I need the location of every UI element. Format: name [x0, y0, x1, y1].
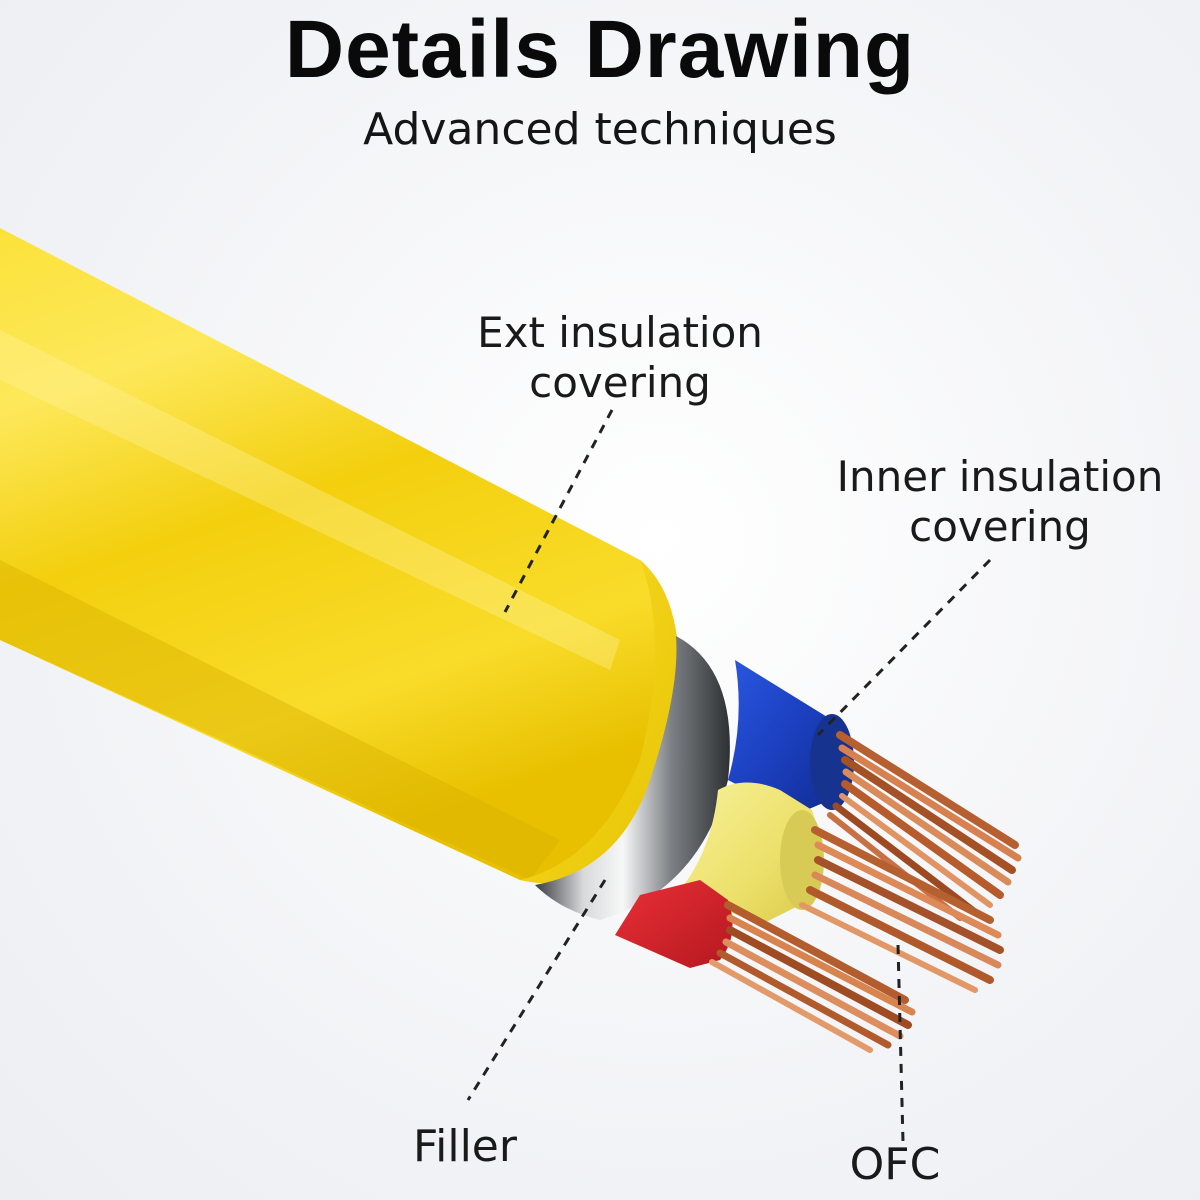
outer-jacket	[0, 228, 672, 883]
page-title: Details Drawing	[284, 4, 916, 95]
label-ext-insulation-line2: covering	[529, 358, 711, 407]
leader-inner-insulation	[816, 558, 992, 737]
yellow-core-end	[780, 810, 824, 910]
page-subtitle: Advanced techniques	[363, 104, 837, 155]
label-filler: Filler	[413, 1121, 517, 1172]
label-inner-insulation-line2: covering	[909, 502, 1091, 551]
copper-strands-lower	[709, 901, 916, 1053]
leader-lines	[466, 409, 992, 1143]
red-core	[615, 880, 733, 968]
leader-ofc	[896, 944, 905, 1143]
jacket-highlight	[0, 330, 620, 670]
label-ofc: OFC	[849, 1139, 941, 1190]
shield-ring	[535, 636, 730, 920]
label-ext-insulation: Ext insulation covering	[420, 308, 820, 408]
yellow-core	[680, 782, 819, 925]
jacket-end-cap	[520, 560, 680, 884]
leader-ext-insulation	[503, 409, 614, 613]
label-inner-insulation: Inner insulation covering	[800, 452, 1200, 552]
copper-strands-middle	[799, 826, 1004, 993]
leader-filler	[466, 879, 607, 1101]
jacket-shadow	[0, 560, 560, 880]
label-ext-insulation-line1: Ext insulation	[477, 308, 763, 357]
label-inner-insulation-line1: Inner insulation	[836, 452, 1164, 501]
copper-strands-upper	[827, 731, 1022, 921]
